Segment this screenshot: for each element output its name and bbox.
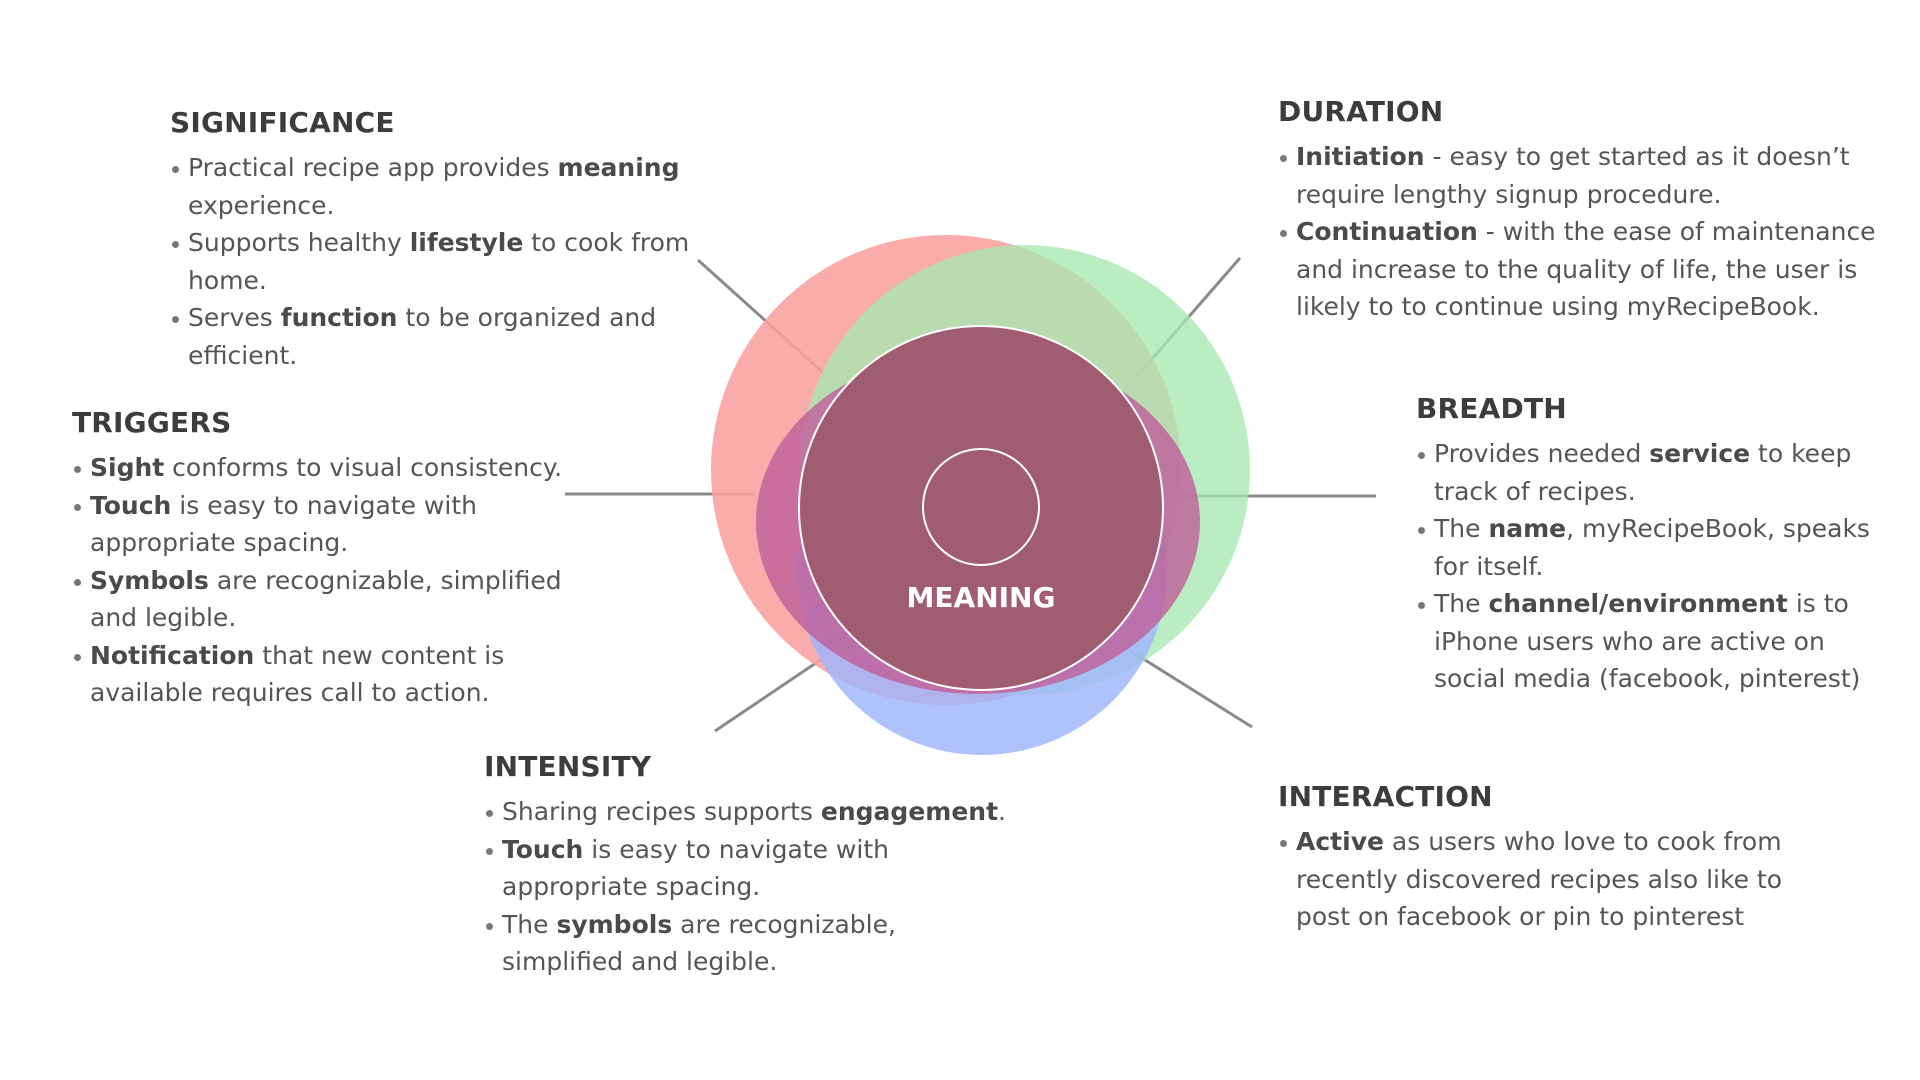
list-item: Supports healthy lifestyle to cook from …: [170, 224, 690, 299]
interaction-list: Active as users who love to cook from re…: [1278, 823, 1798, 936]
duration-title: DURATION: [1278, 95, 1444, 128]
list-item: The name, myRecipeBook, speaks for itsel…: [1416, 510, 1886, 585]
list-item: Active as users who love to cook from re…: [1278, 823, 1798, 936]
section-interaction: INTERACTION Active as users who love to …: [1278, 780, 1798, 936]
interaction-title: INTERACTION: [1278, 780, 1493, 813]
list-item: The channel/environment is to iPhone use…: [1416, 585, 1886, 698]
list-item: Sharing recipes supports engagement.: [484, 793, 1024, 831]
intensity-title: INTENSITY: [484, 750, 652, 783]
section-intensity: INTENSITY Sharing recipes supports engag…: [484, 750, 1024, 981]
list-item: Continuation - with the ease of maintena…: [1278, 213, 1878, 326]
section-duration: DURATION Initiation - easy to get starte…: [1278, 95, 1878, 326]
circle-core: [922, 448, 1040, 566]
list-item: Touch is easy to navigate with appropria…: [72, 487, 612, 562]
list-item: Practical recipe app provides meaning ex…: [170, 149, 690, 224]
breadth-title: BREADTH: [1416, 392, 1567, 425]
list-item: Serves function to be organized and effi…: [170, 299, 690, 374]
duration-list: Initiation - easy to get started as it d…: [1278, 138, 1878, 326]
section-breadth: BREADTH Provides needed service to keep …: [1416, 392, 1886, 698]
list-item: The symbols are recognizable, simplified…: [484, 906, 1024, 981]
list-item: Sight conforms to visual consistency.: [72, 449, 612, 487]
intensity-list: Sharing recipes supports engagement. Tou…: [484, 793, 1024, 981]
list-item: Initiation - easy to get started as it d…: [1278, 138, 1878, 213]
section-triggers: TRIGGERS Sight conforms to visual consis…: [72, 406, 612, 712]
list-item: Symbols are recognizable, simplified and…: [72, 562, 612, 637]
section-significance: SIGNIFICANCE Practical recipe app provid…: [170, 106, 690, 374]
center-label: MEANING: [907, 581, 1056, 614]
significance-title: SIGNIFICANCE: [170, 106, 395, 139]
triggers-title: TRIGGERS: [72, 406, 232, 439]
list-item: Provides needed service to keep track of…: [1416, 435, 1886, 510]
circle-meaning: [798, 325, 1164, 691]
significance-list: Practical recipe app provides meaning ex…: [170, 149, 690, 374]
list-item: Notification that new content is availab…: [72, 637, 612, 712]
triggers-list: Sight conforms to visual consistency. To…: [72, 449, 612, 712]
list-item: Touch is easy to navigate with appropria…: [484, 831, 1024, 906]
breadth-list: Provides needed service to keep track of…: [1416, 435, 1886, 698]
